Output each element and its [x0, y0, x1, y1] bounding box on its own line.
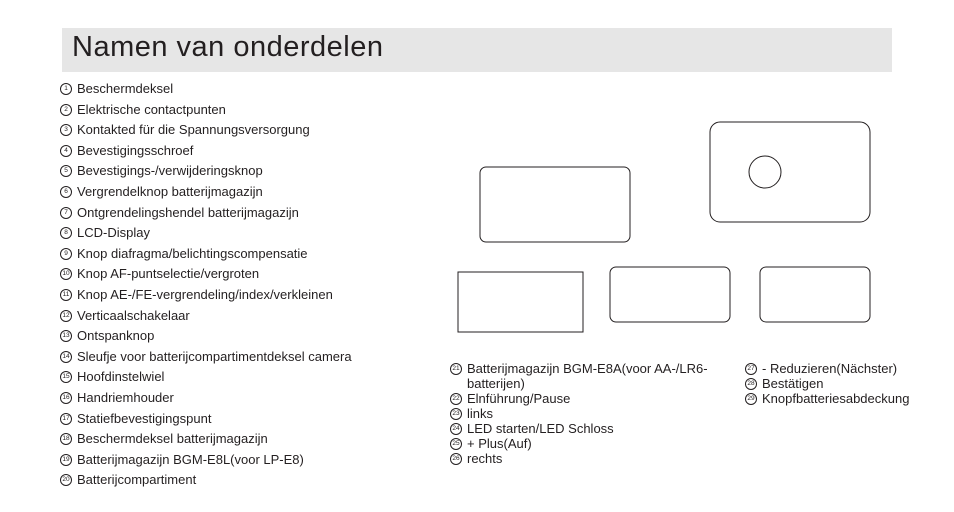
part-number-badge: 3 [60, 124, 72, 137]
part-label: Statiefbevestigingspunt [77, 410, 212, 426]
part-list-item: 29 Knopfbatteriesabdeckung [745, 391, 909, 406]
part-label: Bevestigings-/verwijderingsknop [77, 163, 263, 179]
part-list-item: 14 Sleufje voor batterijcompartimentdekse… [60, 349, 352, 370]
part-label: Handriemhouder [77, 389, 174, 405]
part-list-item: 11 Knop AE-/FE-vergrendeling/index/verkle… [60, 287, 352, 308]
part-label: links [467, 406, 494, 421]
part-label: Vergrendelknop batterijmagazijn [77, 183, 263, 199]
part-number-badge: 20 [60, 474, 72, 487]
part-number-badge: 21 [450, 363, 462, 375]
part-label: LCD-Display [77, 225, 150, 241]
battery-grip-diagram-icon [457, 121, 871, 333]
part-number-badge: 23 [450, 408, 462, 420]
part-list-item: 7 Ontgrendelingshendel batterijmagazijn [60, 205, 352, 226]
part-number-badge: 14 [60, 350, 72, 363]
part-number-badge: 29 [745, 393, 757, 405]
part-number-badge: 18 [60, 433, 72, 446]
part-number-badge: 1 [60, 83, 72, 95]
title-band: Namen van onderdelen [62, 28, 892, 72]
part-label: Hoofdinstelwiel [77, 369, 165, 385]
part-label: Sleufje voor batterijcompartimentdeksel … [77, 348, 352, 364]
part-list-item: 26 rechts [450, 451, 708, 466]
part-list-item: 1 Beschermdeksel [60, 81, 352, 102]
part-number-badge: 4 [60, 144, 72, 157]
part-list-item: 5 Bevestigings-/verwijderingsknop [60, 163, 352, 184]
part-number-badge: 8 [60, 227, 72, 240]
part-label: Verticaalschakelaar [77, 307, 190, 323]
part-label: Elnführung/Pause [467, 391, 571, 406]
part-number-badge: 15 [60, 371, 72, 384]
part-list-item: 18 Beschermdeksel batterijmagazijn [60, 431, 352, 452]
part-number-badge: 25 [450, 438, 462, 450]
part-number-badge: 17 [60, 412, 72, 425]
part-label: Bestätigen [762, 376, 824, 391]
part-list-item: 24 LED starten/LED Schloss [450, 421, 708, 436]
part-list-item: 12 Verticaalschakelaar [60, 308, 352, 329]
part-list-item: 8 LCD-Display [60, 225, 352, 246]
part-list-item: 28 Bestätigen [745, 376, 909, 391]
part-number-badge: 27 [745, 363, 757, 375]
part-list-item: 6 Vergrendelknop batterijmagazijn [60, 184, 352, 205]
part-label: Batterijmagazijn BGM-E8A(voor AA-/LR6-ba… [467, 361, 708, 391]
part-list-item: 27 - Reduzieren(Nächster) [745, 361, 909, 376]
part-number-badge: 6 [60, 185, 72, 198]
part-label: Beschermdeksel [77, 81, 174, 96]
part-number-badge: 10 [60, 268, 72, 281]
part-label: Knop AE-/FE-vergrendeling/index/verklein… [77, 286, 333, 302]
part-number-badge: 2 [60, 103, 72, 116]
part-label: Knop diafragma/belichtingscompensatie [77, 245, 308, 261]
parts-list-middle: 21 Batterijmagazijn BGM-E8A(voor AA-/LR6-… [450, 361, 708, 466]
part-number-badge: 5 [60, 165, 72, 178]
part-label: Kontakted für die Spannungsversorgung [77, 122, 310, 138]
part-label: Batterijcompartiment [77, 472, 197, 488]
part-list-item: 22 Elnführung/Pause [450, 391, 708, 406]
part-label: + Plus(Auf) [467, 436, 532, 451]
part-number-badge: 7 [60, 206, 72, 219]
page-title: Namen van onderdelen [72, 31, 384, 63]
part-list-item: 15 Hoofdinstelwiel [60, 369, 352, 390]
part-label: Ontspanknop [77, 328, 155, 344]
part-list-item: 23 links [450, 406, 708, 421]
part-label: Elektrische contactpunten [77, 101, 226, 117]
part-number-badge: 13 [60, 330, 72, 343]
part-number-badge: 16 [60, 391, 72, 404]
part-number-badge: 22 [450, 393, 462, 405]
part-list-item: 2 Elektrische contactpunten [60, 102, 352, 123]
inset-detail [457, 271, 584, 333]
part-list-item: 25 + Plus(Auf) [450, 436, 708, 451]
grip-body-front [479, 166, 631, 243]
battery-magazine-aa [759, 266, 871, 323]
part-number-badge: 26 [450, 453, 462, 465]
part-list-item: 9 Knop diafragma/belichtingscompensatie [60, 246, 352, 267]
part-number-badge: 28 [745, 378, 757, 390]
part-number-badge: 11 [60, 288, 72, 301]
part-list-item: 13 Ontspanknop [60, 328, 352, 349]
part-label: rechts [467, 451, 503, 466]
part-number-badge: 24 [450, 423, 462, 435]
parts-list-left: 1 Beschermdeksel 2 Elektrische contactpunte… [60, 81, 352, 493]
part-list-item: 10 Knop AF-puntselectie/vergroten [60, 266, 352, 287]
parts-list-right: 27 - Reduzieren(Nächster) 28 Bestätigen 29 Kn… [745, 361, 909, 406]
main-dial-icon [748, 155, 782, 189]
part-label: Ontgrendelingshendel batterijmagazijn [77, 204, 299, 220]
part-number-badge: 19 [60, 453, 72, 466]
part-label: Knopfbatteriesabdeckung [762, 391, 910, 406]
part-number-badge: 12 [60, 309, 72, 322]
part-list-item: 20 Batterijcompartiment [60, 472, 352, 493]
part-label: LED starten/LED Schloss [467, 421, 614, 436]
part-list-item: 19 Batterijmagazijn BGM-E8L(voor LP-E8) [60, 452, 352, 473]
part-label: - Reduzieren(Nächster) [762, 361, 898, 376]
part-label: Bevestigingsschroef [77, 142, 194, 158]
part-list-item: 21 Batterijmagazijn BGM-E8A(voor AA-/LR6-… [450, 361, 708, 391]
part-list-item: 3 Kontakted für die Spannungsversorgung [60, 122, 352, 143]
part-number-badge: 9 [60, 247, 72, 260]
part-list-item: 16 Handriemhouder [60, 390, 352, 411]
part-label: Knop AF-puntselectie/vergroten [77, 266, 260, 282]
grip-body-rear [709, 121, 871, 223]
part-label: Batterijmagazijn BGM-E8L(voor LP-E8) [77, 451, 304, 467]
part-list-item: 17 Statiefbevestigingspunt [60, 411, 352, 432]
part-label: Beschermdeksel batterijmagazijn [77, 431, 268, 447]
battery-magazine-lpe8 [609, 266, 731, 323]
part-list-item: 4 Bevestigingsschroef [60, 143, 352, 164]
